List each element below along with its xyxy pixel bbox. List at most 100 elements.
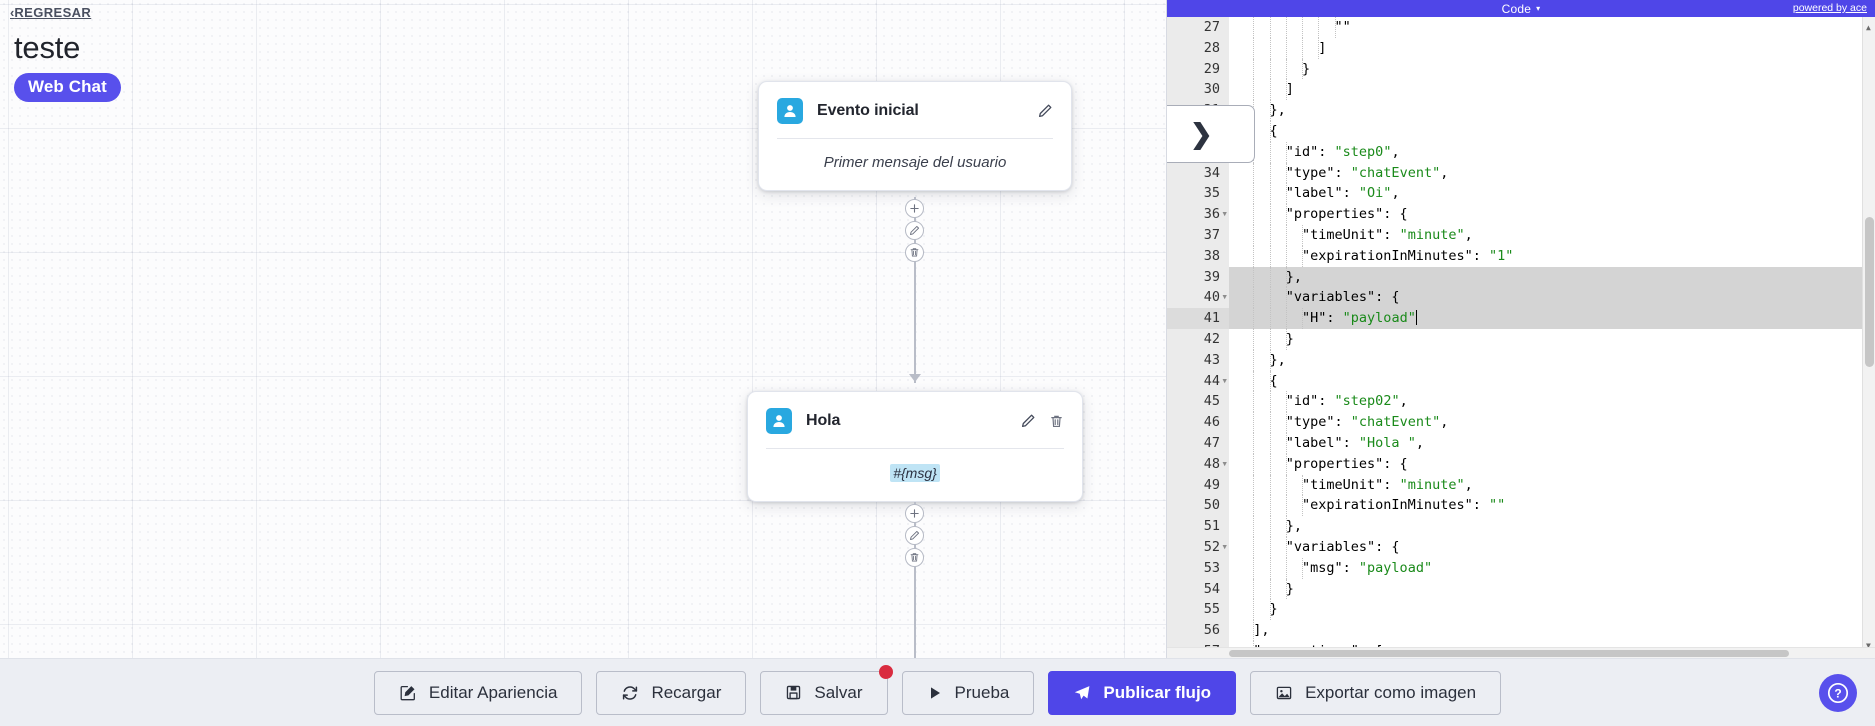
help-button[interactable]: ? [1819, 674, 1857, 712]
chevron-down-icon: ▾ [1536, 4, 1541, 13]
line-number: 40▾ [1167, 287, 1229, 309]
code-line[interactable]: 34 "type": "chatEvent", [1167, 162, 1875, 184]
code-line[interactable]: 35 "label": "Oi", [1167, 183, 1875, 205]
line-number: 34 [1167, 162, 1229, 184]
fold-toggle-icon[interactable]: ▾ [1221, 539, 1228, 553]
page-title: teste [14, 30, 81, 65]
fold-toggle-icon[interactable]: ▾ [1221, 373, 1228, 387]
flow-node-evento-inicial[interactable]: Evento inicial Primer mensaje del usuari… [758, 81, 1072, 191]
fold-toggle-icon[interactable]: ▾ [1221, 456, 1228, 470]
user-avatar-icon [777, 98, 803, 124]
toolbar-button-prueba[interactable]: Prueba [901, 670, 1035, 715]
node-body: Primer mensaje del usuario [759, 139, 1071, 190]
scroll-down-arrow-icon[interactable]: ▼ [1866, 641, 1871, 651]
code-line[interactable]: 29 } [1167, 58, 1875, 80]
line-number: 35 [1167, 183, 1229, 205]
toolbar-button-recargar[interactable]: Recargar [596, 670, 747, 715]
code-line[interactable]: 54 } [1167, 578, 1875, 600]
code-lines[interactable]: 27 ""28 ]29 }30 ]31 },32▾ {33 "id": "ste… [1167, 17, 1875, 658]
toolbar-button-salvar[interactable]: Salvar [760, 664, 893, 715]
line-number: 37 [1167, 224, 1229, 246]
svg-text:?: ? [1834, 686, 1841, 700]
hscrollbar-thumb[interactable] [1229, 650, 1789, 657]
code-editor[interactable]: 27 ""28 ]29 }30 ]31 },32▾ {33 "id": "ste… [1167, 17, 1875, 658]
toolbar-button-label: Prueba [954, 682, 1010, 702]
code-line[interactable]: 32▾ { [1167, 120, 1875, 142]
code-line[interactable]: 55 } [1167, 599, 1875, 621]
fold-toggle-icon[interactable]: ▾ [1221, 290, 1228, 304]
code-line[interactable]: 40▾ "variables": { [1167, 287, 1875, 309]
code-line-text: }, [1229, 516, 1875, 537]
delete-connector-button[interactable] [905, 243, 924, 262]
scrollbar-thumb[interactable] [1865, 217, 1874, 367]
code-line-text: }, [1229, 100, 1875, 121]
code-line[interactable]: 36▾ "properties": { [1167, 204, 1875, 225]
send-paper-plane-icon [1073, 684, 1091, 702]
code-line[interactable]: 44▾ { [1167, 370, 1875, 392]
powered-by-link[interactable]: powered by ace [1792, 2, 1867, 14]
code-line[interactable]: 27 "" [1167, 17, 1875, 38]
code-line[interactable]: 37 "timeUnit": "minute", [1167, 224, 1875, 246]
code-line[interactable]: 45 "id": "step02", [1167, 391, 1875, 413]
back-link[interactable]: ‹REGRESAR [10, 5, 91, 20]
scroll-up-arrow-icon[interactable]: ▲ [1866, 23, 1871, 32]
code-line[interactable]: 52▾ "variables": { [1167, 536, 1875, 558]
toolbar-button-publicar-flujo[interactable]: Publicar flujo [1048, 670, 1237, 715]
fold-chevron-overlay[interactable]: ❯ [1167, 105, 1255, 163]
line-number: 51 [1167, 516, 1229, 537]
line-number: 43 [1167, 349, 1229, 371]
editor-vertical-scrollbar[interactable]: ▲ ▼ [1862, 17, 1875, 658]
back-chevron-icon: ‹ [10, 5, 15, 20]
edit-node-icon[interactable] [1037, 103, 1053, 119]
toolbar-button-exportar-como-imagen[interactable]: Exportar como imagen [1250, 670, 1502, 715]
code-line-text: }, [1229, 266, 1875, 288]
code-line[interactable]: 46 "type": "chatEvent", [1167, 412, 1875, 433]
line-number: 50 [1167, 495, 1229, 517]
code-line-text: "variables": { [1229, 287, 1875, 309]
code-line[interactable]: 50 "expirationInMinutes": "" [1167, 495, 1875, 517]
code-line[interactable]: 31 }, [1167, 100, 1875, 121]
edit-node-icon[interactable] [1020, 413, 1036, 429]
toolbar-button-label: Exportar como imagen [1305, 682, 1477, 702]
editor-horizontal-scrollbar[interactable] [1167, 647, 1875, 658]
code-line-text: { [1229, 120, 1875, 142]
edit-connector-button[interactable] [905, 221, 924, 240]
code-line[interactable]: 43 }, [1167, 349, 1875, 371]
flow-canvas[interactable]: ‹REGRESAR teste Web Chat Evento inicial … [0, 0, 1166, 658]
node-variable-chip: #{msg} [890, 464, 940, 482]
code-line-text: }, [1229, 349, 1875, 371]
fold-toggle-icon[interactable]: ▾ [1221, 207, 1228, 221]
code-line[interactable]: 51 }, [1167, 516, 1875, 537]
add-step-button[interactable] [905, 504, 924, 523]
code-line[interactable]: 42 } [1167, 328, 1875, 350]
question-circle-icon: ? [1827, 682, 1849, 704]
code-line[interactable]: 53 "msg": "payload" [1167, 557, 1875, 579]
code-line[interactable]: 41 "H": "payload" [1167, 308, 1875, 329]
code-line[interactable]: 56 ], [1167, 620, 1875, 641]
code-line[interactable]: 49 "timeUnit": "minute", [1167, 474, 1875, 496]
code-line[interactable]: 28 ] [1167, 37, 1875, 59]
node-divider [766, 448, 1064, 449]
edit-connector-button[interactable] [905, 526, 924, 545]
node-actions [1037, 103, 1053, 119]
flow-header: ‹REGRESAR teste Web Chat [10, 4, 121, 102]
code-line-text: } [1229, 328, 1875, 350]
code-line[interactable]: 30 ] [1167, 79, 1875, 101]
add-step-button[interactable] [905, 199, 924, 218]
editor-mode-dropdown[interactable]: Code ▾ [1502, 2, 1541, 16]
delete-connector-button[interactable] [905, 548, 924, 567]
line-number: 54 [1167, 578, 1229, 600]
code-line[interactable]: 38 "expirationInMinutes": "1" [1167, 245, 1875, 267]
unsaved-changes-badge [878, 664, 893, 679]
code-line[interactable]: 33 "id": "step0", [1167, 141, 1875, 163]
line-number: 55 [1167, 599, 1229, 621]
code-line-text: } [1229, 58, 1875, 80]
code-line[interactable]: 47 "label": "Hola ", [1167, 432, 1875, 454]
code-line[interactable]: 48▾ "properties": { [1167, 453, 1875, 475]
delete-node-icon[interactable] [1049, 414, 1064, 429]
toolbar-button-editar-apariencia[interactable]: Editar Apariencia [373, 670, 583, 715]
code-line[interactable]: 39 }, [1167, 266, 1875, 288]
chevron-right-icon: ❯ [1190, 118, 1213, 149]
code-line-text: "timeUnit": "minute", [1229, 474, 1875, 496]
flow-node-hola[interactable]: Hola #{msg} [747, 391, 1083, 502]
